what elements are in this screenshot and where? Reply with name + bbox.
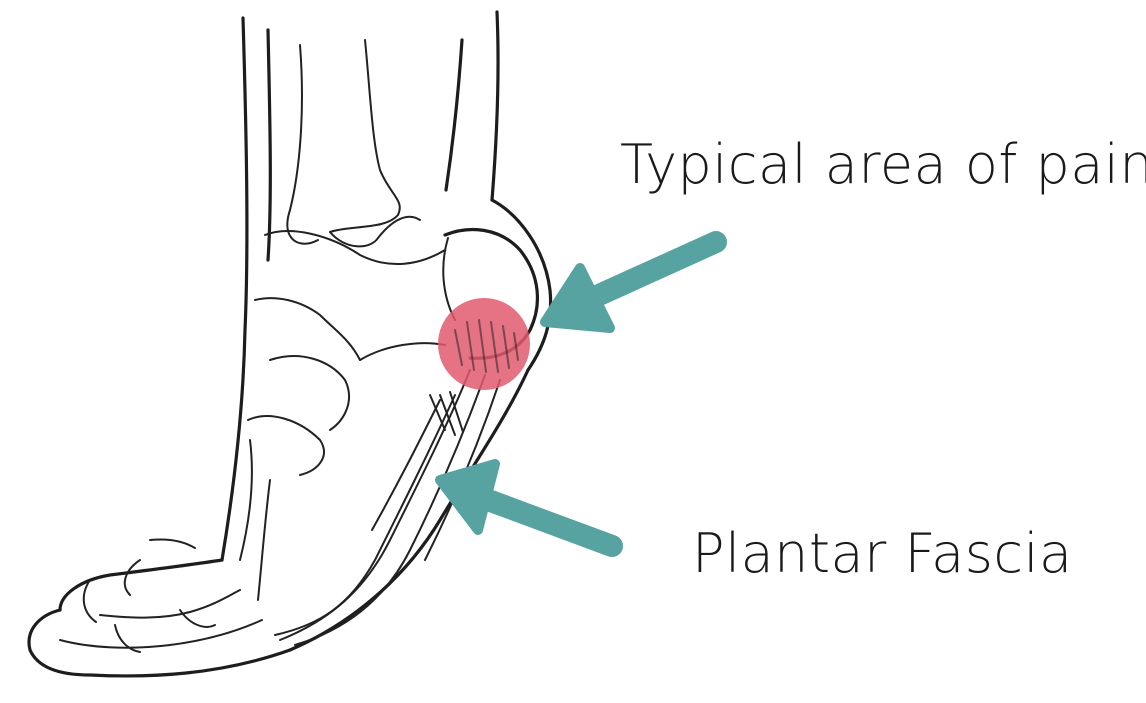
- ankle-bones: [265, 40, 445, 264]
- forefoot-toes: [29, 539, 290, 675]
- fascia-arrow-icon: [440, 464, 612, 546]
- plantar-fascia-label: Plantar Fascia: [692, 527, 1073, 581]
- pain-area-highlight: [438, 298, 530, 390]
- pain-area-label: Typical area of pain: [620, 138, 1146, 192]
- pain-arrow-icon: [545, 242, 716, 328]
